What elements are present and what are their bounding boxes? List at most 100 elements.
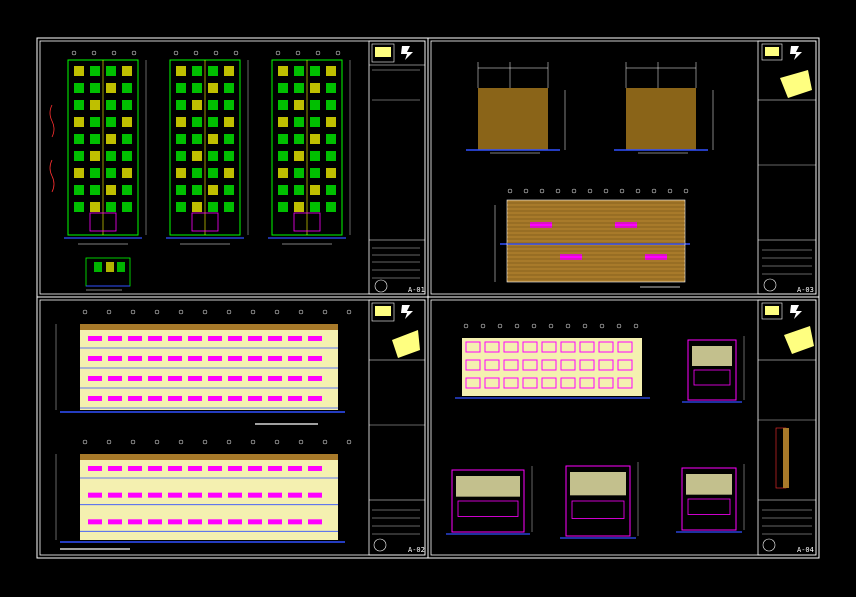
- grid-axis-bubble: [82, 309, 88, 315]
- window: [248, 492, 262, 498]
- window: [308, 336, 322, 341]
- grid-axis-bubble: [274, 309, 280, 315]
- grid-axis-bubble: [635, 188, 641, 194]
- grid-axis-bubble: [565, 323, 571, 329]
- window: [248, 356, 262, 361]
- window: [598, 341, 614, 353]
- grid-axis-bubble: [322, 439, 328, 445]
- window: [541, 377, 557, 389]
- plan-level-2: [166, 50, 249, 245]
- grid-axis-bubble: [178, 439, 184, 445]
- window: [288, 396, 302, 401]
- window: [88, 356, 102, 361]
- window: [88, 376, 102, 381]
- window: [208, 336, 222, 341]
- window: [248, 336, 262, 341]
- grid-axis-bubble: [667, 188, 673, 194]
- window: [88, 492, 102, 498]
- window: [560, 359, 576, 371]
- grid-axis-bubble: [683, 188, 689, 194]
- grid-axis-bubble: [633, 323, 639, 329]
- window: [465, 377, 481, 389]
- window: [108, 492, 122, 498]
- window: [148, 466, 162, 471]
- window: [168, 519, 182, 525]
- window: [579, 377, 595, 389]
- grid-axis-bubble: [202, 439, 208, 445]
- window: [188, 396, 202, 401]
- window: [248, 376, 262, 381]
- title-block-a04: A-04: [757, 299, 817, 556]
- window: [108, 376, 122, 381]
- plan-level-1: [64, 50, 147, 245]
- plan-level-3: [268, 50, 351, 245]
- title-block-a03: A-03: [757, 40, 817, 295]
- window: [128, 466, 142, 471]
- window: [522, 359, 538, 371]
- window: [268, 376, 282, 381]
- window: [248, 396, 262, 401]
- grid-axis-bubble: [226, 309, 232, 315]
- window: [541, 341, 557, 353]
- window: [268, 396, 282, 401]
- window: [148, 336, 162, 341]
- sheet-number-a04: A-04: [797, 546, 814, 554]
- roof-plan: [494, 188, 690, 288]
- grid-axis-bubble: [226, 439, 232, 445]
- window: [168, 376, 182, 381]
- window: [208, 356, 222, 361]
- window: [598, 359, 614, 371]
- grid-axis-bubble: [202, 309, 208, 315]
- window: [560, 377, 576, 389]
- window: [228, 519, 242, 525]
- window: [188, 519, 202, 525]
- window: [88, 396, 102, 401]
- window: [188, 466, 202, 471]
- window: [541, 359, 557, 371]
- grid-axis-bubble: [531, 323, 537, 329]
- grid-axis-bubble: [548, 323, 554, 329]
- grid-axis-bubble: [250, 309, 256, 315]
- section-cut-mark: [49, 159, 55, 193]
- window: [128, 376, 142, 381]
- section-detail-1: [682, 336, 745, 403]
- front-elevation: [455, 323, 650, 399]
- window: [208, 492, 222, 498]
- window: [208, 376, 222, 381]
- window: [465, 341, 481, 353]
- window: [560, 341, 576, 353]
- grid-axis-bubble: [539, 188, 545, 194]
- floor-plans: [64, 50, 351, 245]
- sheet-number-a01: A-01: [408, 286, 425, 294]
- sheet-number-a02: A-02: [408, 546, 425, 554]
- window: [268, 356, 282, 361]
- section-cut-mark: [49, 104, 55, 138]
- window: [617, 341, 633, 353]
- window: [108, 396, 122, 401]
- window: [168, 356, 182, 361]
- section-detail-4: [676, 464, 745, 533]
- window: [108, 519, 122, 525]
- window: [503, 377, 519, 389]
- window: [108, 466, 122, 471]
- window: [484, 377, 500, 389]
- location-map: [780, 70, 812, 98]
- window: [617, 359, 633, 371]
- grid-axis-bubble: [346, 439, 352, 445]
- grid-axis-bubble: [346, 309, 352, 315]
- sheet-a04: A-04: [430, 299, 817, 556]
- window: [248, 466, 262, 471]
- grid-axis-bubble: [106, 309, 112, 315]
- window: [168, 396, 182, 401]
- grid-axis-bubble: [480, 323, 486, 329]
- window: [208, 519, 222, 525]
- window: [484, 359, 500, 371]
- window: [617, 377, 633, 389]
- window: [308, 466, 322, 471]
- window: [208, 396, 222, 401]
- window: [208, 466, 222, 471]
- window: [579, 341, 595, 353]
- window: [168, 466, 182, 471]
- window: [168, 492, 182, 498]
